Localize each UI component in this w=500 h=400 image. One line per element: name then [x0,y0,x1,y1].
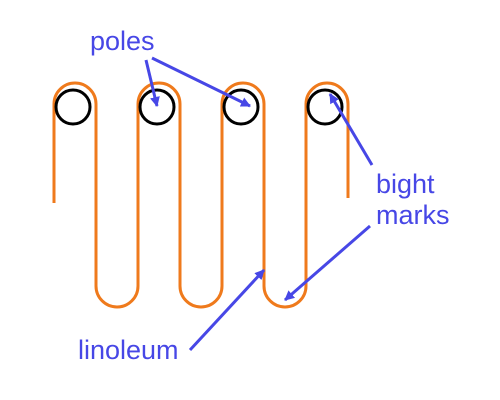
pole-1 [54,88,92,126]
bight-marks-arrow-1 [328,93,374,166]
linoleum-arrow [188,268,266,352]
poles-group [54,88,344,126]
bight-marks-arrow-2 [284,224,371,302]
poles-label: poles [90,26,155,56]
bight-marks-label-line2: marks [376,200,450,230]
bight-marks-label-line1: bight [376,169,435,199]
linoleum-strip [52,81,350,309]
annotation-arrows [144,56,374,352]
pole-2 [138,88,176,126]
linoleum-label: linoleum [78,335,179,365]
poles-arrow-1 [144,59,160,107]
poles-arrow-2 [151,56,251,108]
